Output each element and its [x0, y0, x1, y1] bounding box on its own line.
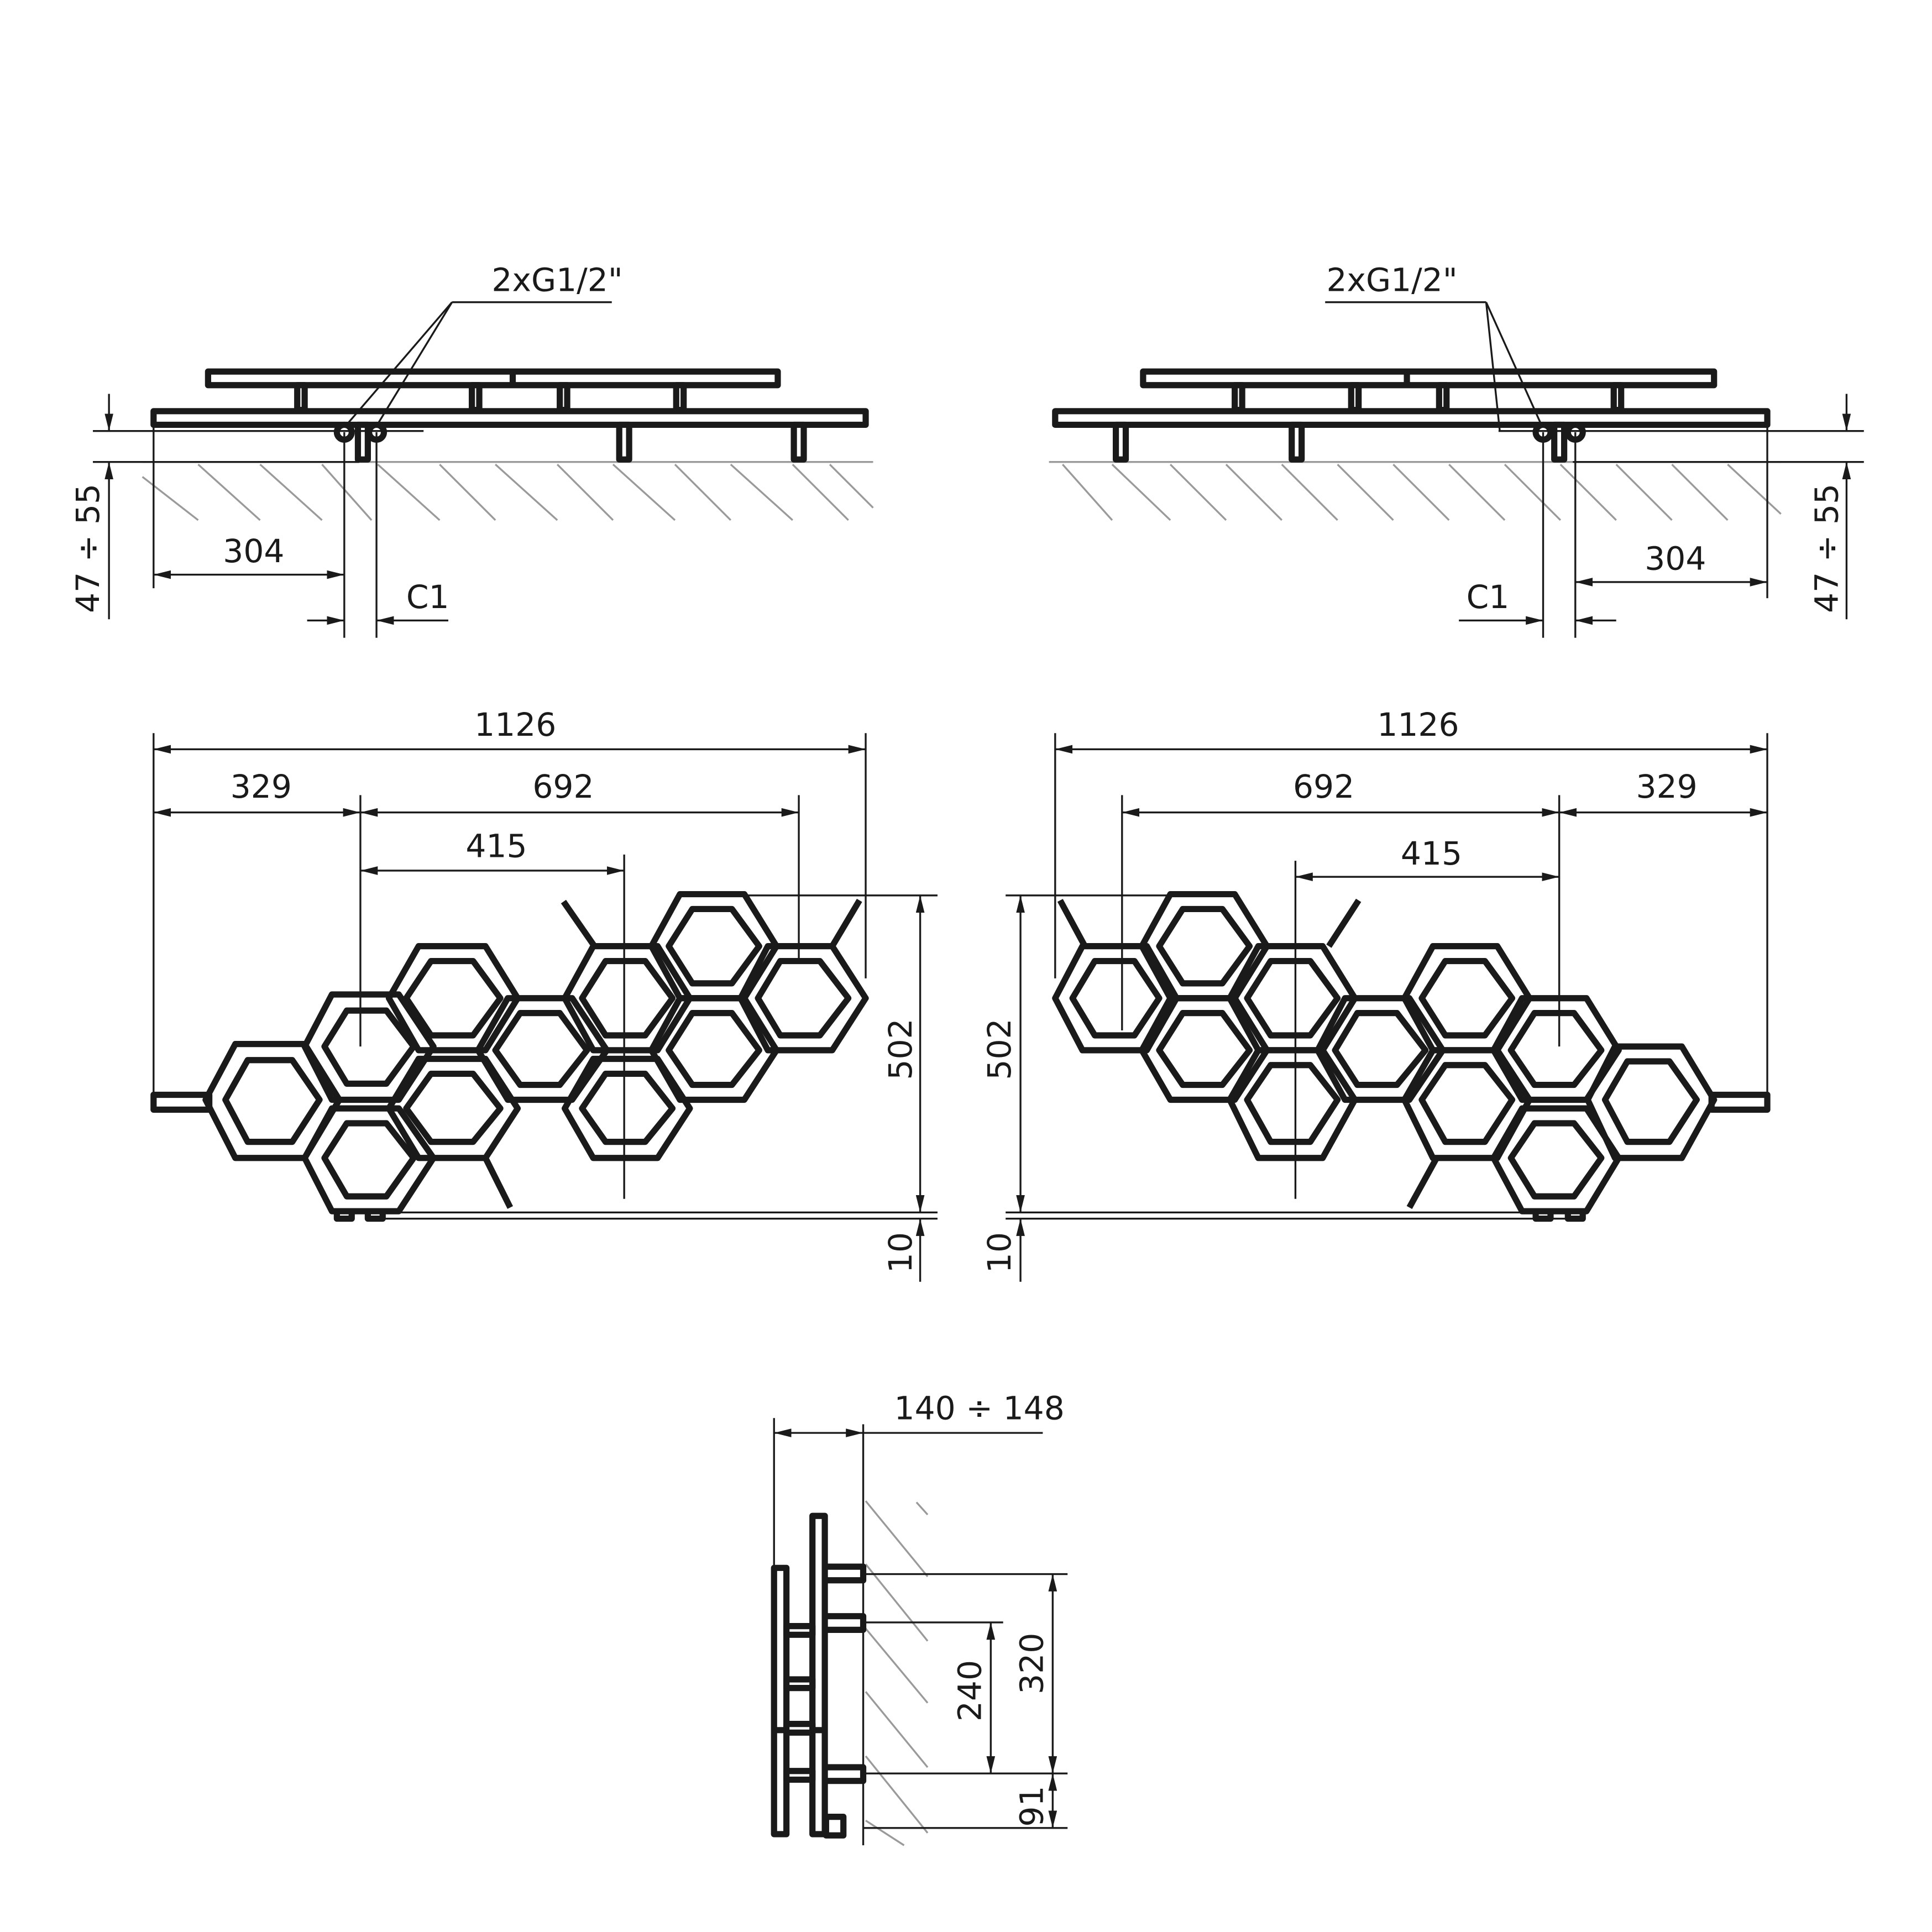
inner-span-label: 415 — [465, 827, 527, 865]
bracket-span-label: 320 — [1013, 1633, 1050, 1694]
wall-bracket — [821, 1613, 867, 1633]
inlet-pipe — [150, 1091, 213, 1113]
top-view-left: 2xG1/2" 47 ÷ 55 304 C1 — [69, 261, 874, 638]
span-label: 692 — [1293, 768, 1354, 805]
right-offset-label: 329 — [1636, 768, 1698, 805]
top-view-right: 2xG1/2" 47 ÷ 55 304 C1 — [1049, 261, 1864, 638]
rear-panel-bar — [150, 408, 869, 428]
wall-hatch — [1049, 460, 1782, 521]
offset-label: 304 — [1645, 540, 1706, 578]
front-panel-bar — [205, 368, 781, 389]
offset-label: 304 — [223, 532, 284, 570]
wall-hatch — [865, 1500, 929, 1846]
honeycomb-cells — [202, 891, 869, 1214]
wall-hatch — [142, 460, 874, 521]
inner-span-label: 415 — [1401, 835, 1462, 872]
depth-label: 140 ÷ 148 — [894, 1389, 1065, 1427]
side-view: 140 ÷ 148 240 320 91 — [771, 1389, 1068, 1846]
bottom-offset-label: 10 — [981, 1232, 1018, 1273]
left-offset-label: 329 — [231, 768, 292, 805]
height-label: 502 — [981, 1018, 1018, 1080]
wall-bracket — [821, 1764, 867, 1784]
span-label: 692 — [532, 768, 594, 805]
connection-label: 2xG1/2" — [491, 261, 622, 299]
width-label: 1126 — [1377, 706, 1459, 744]
bottom-offset-label: 91 — [1013, 1786, 1050, 1826]
height-label: 502 — [882, 1018, 919, 1080]
width-label: 1126 — [474, 706, 556, 744]
bottom-offset-label: 10 — [882, 1232, 919, 1273]
inlet-pipe — [1708, 1091, 1771, 1113]
rear-panel — [809, 1512, 828, 1837]
c1-label: C1 — [1467, 578, 1510, 616]
honeycomb-cells — [1052, 891, 1718, 1214]
connection-label: 2xG1/2" — [1326, 261, 1457, 299]
c1-label: C1 — [406, 578, 449, 616]
front-view-right: 1126 692 329 415 502 10 — [981, 706, 1771, 1282]
front-view-left: 1126 329 692 415 502 10 — [150, 706, 938, 1282]
front-panel — [771, 1564, 790, 1837]
bracket-upper-label: 240 — [951, 1660, 988, 1721]
wall-bracket — [821, 1563, 867, 1584]
wall-distance-label: 47 ÷ 55 — [1808, 484, 1846, 613]
wall-distance-label: 47 ÷ 55 — [69, 484, 107, 613]
